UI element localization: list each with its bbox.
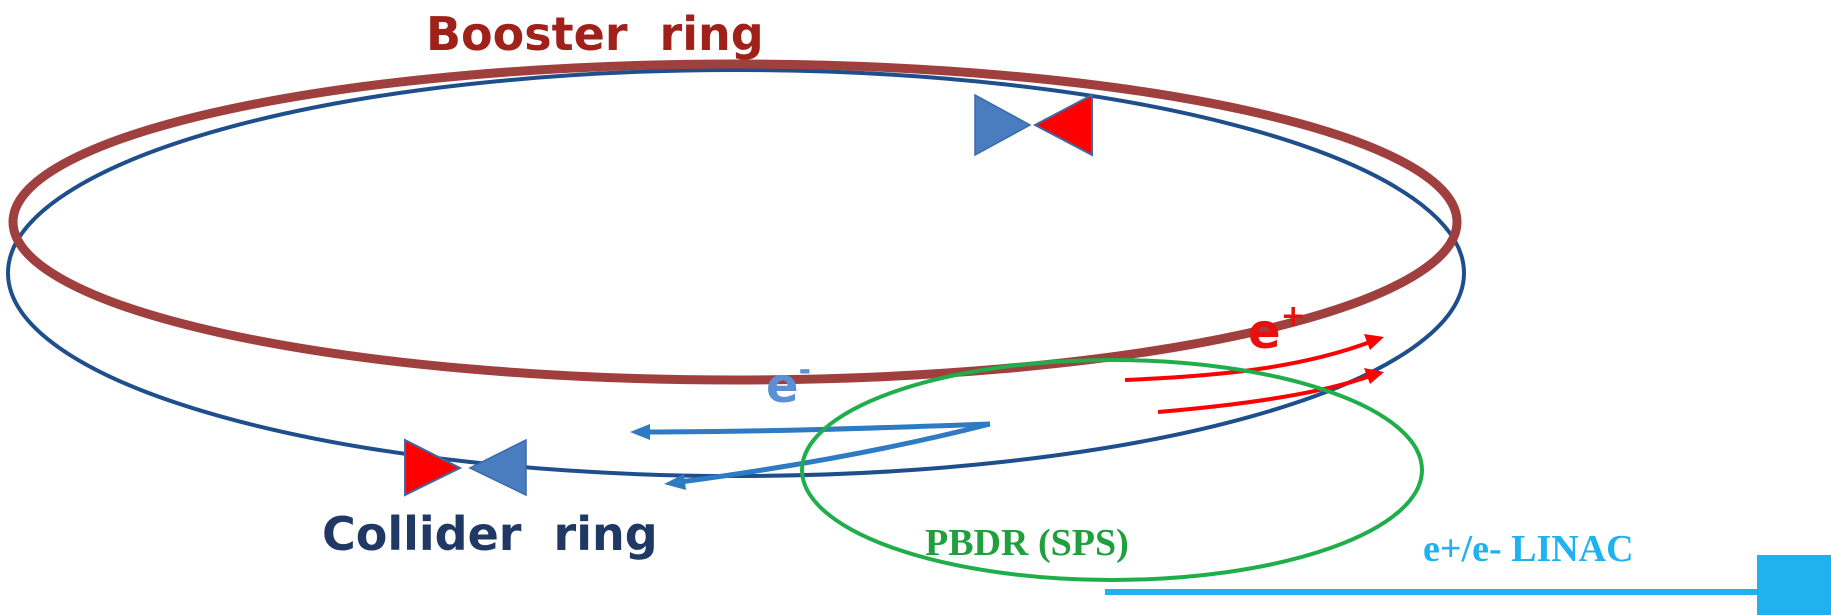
electron-path-collider (679, 421, 991, 485)
ip-top-red-triangle (1032, 93, 1093, 157)
electron-label: e- (766, 353, 811, 414)
collider-ring-label: Collider ring (322, 507, 658, 561)
electron-arrowhead-collider (664, 474, 686, 490)
electron-label-base: e (766, 358, 799, 414)
interaction-point-top (974, 93, 1093, 157)
electron-arrowhead-booster (630, 424, 650, 440)
positron-label-superscript: + (1281, 299, 1306, 334)
pbdr-sps-label: PBDR (SPS) (925, 522, 1129, 564)
linac-block (1757, 555, 1831, 615)
ip-bottom-blue-triangle (468, 438, 527, 497)
positron-injection-paths (1124, 334, 1384, 414)
interaction-point-bottom (404, 438, 527, 497)
electron-label-superscript: - (799, 353, 811, 388)
electron-path-booster (644, 421, 991, 435)
ip-bottom-red-triangle (404, 438, 463, 497)
positron-label: e+ (1248, 299, 1306, 360)
positron-arrowhead-booster (1364, 334, 1384, 350)
ip-top-blue-triangle (974, 93, 1032, 157)
linac (1105, 555, 1831, 615)
positron-label-base: e (1248, 304, 1281, 360)
positron-path-collider (1157, 374, 1371, 414)
electron-injection-paths (630, 421, 991, 490)
collider-ring (6, 68, 1466, 478)
positron-arrowhead-collider (1364, 368, 1384, 384)
pbdr-sps-boundary (800, 358, 1424, 582)
positron-path-booster (1124, 340, 1371, 382)
booster-ring (8, 59, 1462, 385)
linac-label: e+/e- LINAC (1423, 528, 1634, 570)
booster-ring-label: Booster ring (426, 7, 764, 61)
